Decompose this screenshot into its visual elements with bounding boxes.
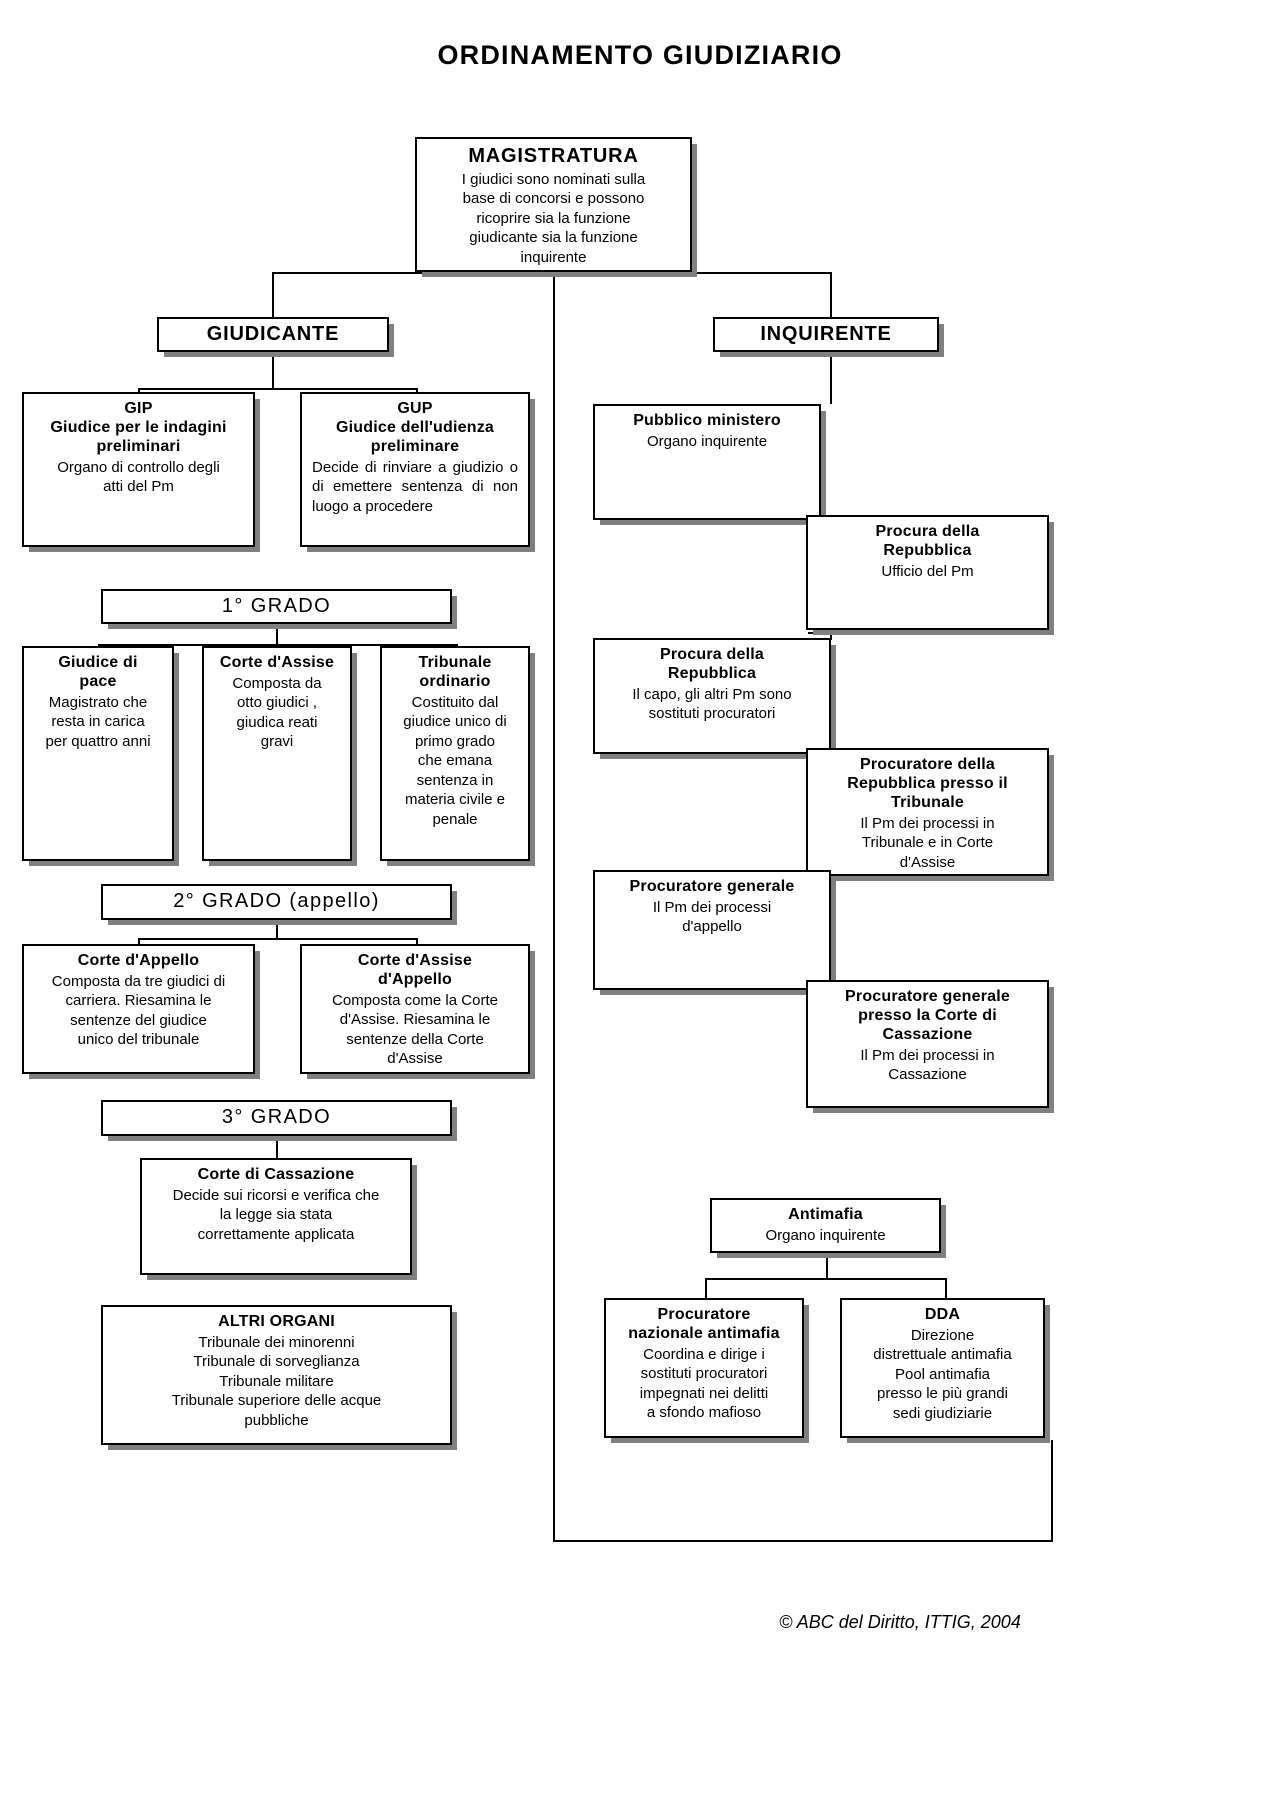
node-altri-organi-desc: Tribunale dei minorenni Tribunale di sor… xyxy=(171,1333,382,1429)
connector-inquirente-stem xyxy=(830,352,832,404)
node-corte-cassazione-title: Corte di Cassazione xyxy=(197,1166,355,1183)
node-procuratore-generale-cassazione-title: Procuratore generale presso la Corte di … xyxy=(845,988,1010,1043)
node-magistratura-desc: I giudici sono nominati sulla base di co… xyxy=(461,170,646,266)
node-corte-appello-desc: Composta da tre giudici di carriera. Rie… xyxy=(51,972,226,1049)
node-corte-cassazione-desc: Decide sui ricorsi e verifica che la leg… xyxy=(172,1186,380,1243)
node-magistratura-title: MAGISTRATURA xyxy=(468,145,639,167)
node-gup-desc: Decide di rinviare a giudizio o di emett… xyxy=(312,458,518,515)
node-procuratore-generale-cassazione-desc: Il Pm dei processi in Cassazione xyxy=(860,1046,995,1084)
connector-left-spine xyxy=(553,272,555,1542)
node-procuratore-nazionale-antimafia-desc: Coordina e dirige i sostituti procurator… xyxy=(639,1345,769,1422)
node-grado3-label[interactable]: 3° GRADO xyxy=(101,1100,452,1136)
node-procura-repubblica-1[interactable]: Procura della Repubblica Ufficio del Pm xyxy=(806,515,1049,630)
node-gip-desc: Organo di controllo degli atti del Pm xyxy=(57,458,220,496)
connector-to-gip xyxy=(138,388,140,394)
node-inquirente-title: INQUIRENTE xyxy=(760,322,892,345)
node-tribunale-ordinario-title: Tribunale ordinario xyxy=(418,654,492,690)
connector-giudicante-split xyxy=(138,388,418,390)
node-inquirente[interactable]: INQUIRENTE xyxy=(713,317,939,352)
connector-grado2-right xyxy=(416,938,418,946)
node-corte-assise[interactable]: Corte d'Assise Composta da otto giudici … xyxy=(202,646,352,861)
node-procuratore-generale-desc: Il Pm dei processi d'appello xyxy=(652,898,772,936)
connector-grado3-stem xyxy=(276,1136,278,1158)
connector-bottom-frame xyxy=(553,1540,1053,1542)
node-procura-repubblica-2-desc: Il capo, gli altri Pm sono sostituti pro… xyxy=(632,685,792,723)
connector-grado2-split xyxy=(138,938,416,940)
connector-giudicante-stem xyxy=(272,352,274,388)
node-gup-subtitle: Giudice dell'udienza preliminare xyxy=(335,418,495,455)
node-tribunale-ordinario-desc: Costituito dal giudice unico di primo gr… xyxy=(403,693,507,828)
connector-antimafia-split xyxy=(705,1278,947,1280)
node-giudice-di-pace[interactable]: Giudice di pace Magistrato che resta in … xyxy=(22,646,174,861)
node-pubblico-ministero[interactable]: Pubblico ministero Organo inquirente xyxy=(593,404,821,520)
node-procuratore-nazionale-antimafia[interactable]: Procuratore nazionale antimafia Coordina… xyxy=(604,1298,804,1438)
node-pubblico-ministero-desc: Organo inquirente xyxy=(646,432,768,450)
node-giudice-di-pace-desc: Magistrato che resta in carica per quatt… xyxy=(45,693,151,750)
node-procuratore-generale-title: Procuratore generale xyxy=(629,878,795,895)
node-grado3-title: 3° GRADO xyxy=(221,1106,332,1129)
node-grado1-title: 1° GRADO xyxy=(221,594,332,617)
node-dda-title: DDA xyxy=(924,1306,961,1323)
node-corte-assise-appello-title: Corte d'Assise d'Appello xyxy=(357,952,473,988)
node-magistratura[interactable]: MAGISTRATURA I giudici sono nominati sul… xyxy=(415,137,692,272)
page-title: ORDINAMENTO GIUDIZIARIO xyxy=(437,40,843,70)
node-corte-assise-desc: Composta da otto giudici , giudica reati… xyxy=(232,674,322,751)
node-procura-repubblica-2-title: Procura della Repubblica xyxy=(660,646,764,682)
node-pubblico-ministero-title: Pubblico ministero xyxy=(633,412,781,429)
node-gip-title: GIP xyxy=(124,400,153,417)
connector-right-frame xyxy=(1051,1440,1053,1542)
node-procuratore-generale-cassazione[interactable]: Procuratore generale presso la Corte di … xyxy=(806,980,1049,1108)
connector-antimafia-stem xyxy=(826,1252,828,1280)
connector-to-dda xyxy=(945,1278,947,1300)
connector-grado2-left xyxy=(138,938,140,946)
node-giudice-di-pace-title: Giudice di pace xyxy=(58,654,138,690)
node-corte-appello-title: Corte d'Appello xyxy=(77,952,200,969)
node-procuratore-nazionale-antimafia-title: Procuratore nazionale antimafia xyxy=(628,1306,780,1342)
node-giudicante-title: GIUDICANTE xyxy=(206,322,340,345)
node-gip[interactable]: GIP Giudice per le indagini preliminari … xyxy=(22,392,255,547)
connector-to-pna xyxy=(705,1278,707,1300)
node-corte-appello[interactable]: Corte d'Appello Composta da tre giudici … xyxy=(22,944,255,1074)
node-gip-subtitle: Giudice per le indagini preliminari xyxy=(50,418,227,455)
node-procuratore-generale[interactable]: Procuratore generale Il Pm dei processi … xyxy=(593,870,831,990)
node-procura-repubblica-1-desc: Ufficio del Pm xyxy=(881,562,974,580)
connector-to-inquirente xyxy=(830,272,832,317)
connector-root-split xyxy=(272,272,832,274)
connector-procura1-link xyxy=(808,632,848,634)
node-gup[interactable]: GUP Giudice dell'udienza preliminare Dec… xyxy=(300,392,530,547)
node-corte-assise-title: Corte d'Assise xyxy=(219,654,335,671)
node-corte-assise-appello-desc: Composta come la Corte d'Assise. Riesami… xyxy=(332,991,498,1068)
node-procuratore-tribunale[interactable]: Procuratore della Repubblica presso il T… xyxy=(806,748,1049,876)
node-antimafia-desc: Organo inquirente xyxy=(765,1226,886,1244)
connector-to-gup xyxy=(416,388,418,394)
node-altri-organi-title: ALTRI ORGANI xyxy=(218,1313,335,1330)
node-grado1-label[interactable]: 1° GRADO xyxy=(101,589,452,624)
copyright-credit: © ABC del Diritto, ITTIG, 2004 xyxy=(779,1612,1021,1632)
node-altri-organi[interactable]: ALTRI ORGANI Tribunale dei minorenni Tri… xyxy=(101,1305,452,1445)
node-antimafia[interactable]: Antimafia Organo inquirente xyxy=(710,1198,941,1253)
node-procura-repubblica-1-title: Procura della Repubblica xyxy=(875,523,980,559)
node-procuratore-tribunale-title: Procuratore della Repubblica presso il T… xyxy=(847,756,1008,811)
node-corte-cassazione[interactable]: Corte di Cassazione Decide sui ricorsi e… xyxy=(140,1158,412,1275)
node-antimafia-title: Antimafia xyxy=(788,1206,863,1223)
node-grado2-title: 2° GRADO (appello) xyxy=(173,890,380,913)
node-gup-title: GUP xyxy=(397,400,433,417)
connector-grado1-stem xyxy=(276,624,278,646)
connector-to-giudicante xyxy=(272,272,274,317)
node-tribunale-ordinario[interactable]: Tribunale ordinario Costituito dal giudi… xyxy=(380,646,530,861)
node-giudicante[interactable]: GIUDICANTE xyxy=(157,317,389,352)
node-dda[interactable]: DDA Direzione distrettuale antimafia Poo… xyxy=(840,1298,1045,1438)
node-procuratore-tribunale-desc: Il Pm dei processi in Tribunale e in Cor… xyxy=(860,814,995,871)
connector-grado2-stem xyxy=(276,920,278,940)
node-grado2-label[interactable]: 2° GRADO (appello) xyxy=(101,884,452,920)
node-corte-assise-appello[interactable]: Corte d'Assise d'Appello Composta come l… xyxy=(300,944,530,1074)
node-dda-desc: Direzione distrettuale antimafia Pool an… xyxy=(873,1326,1012,1422)
node-procura-repubblica-2[interactable]: Procura della Repubblica Il capo, gli al… xyxy=(593,638,831,754)
